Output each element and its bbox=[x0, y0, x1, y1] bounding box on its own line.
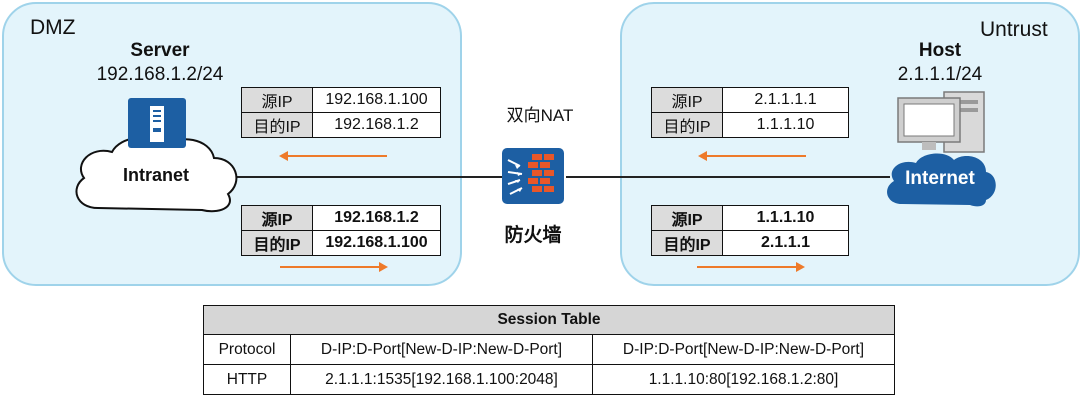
internet-label: Internet bbox=[905, 168, 975, 189]
src-ip-key: 源IP bbox=[241, 87, 313, 113]
server-icon bbox=[128, 98, 186, 148]
dst-ip-value: 192.168.1.2 bbox=[312, 112, 441, 138]
src-ip-value: 2.1.1.1.1 bbox=[722, 87, 849, 113]
server-ip: 192.168.1.2/24 bbox=[96, 64, 224, 85]
internet-cloud-icon bbox=[887, 153, 996, 207]
untrust-zone-label: Untrust bbox=[980, 18, 1048, 41]
untrust-packet-table-top: 源IP 2.1.1.1.1 目的IP 1.1.1.10 bbox=[651, 87, 849, 138]
dst-ip-value: 192.168.1.100 bbox=[312, 230, 441, 256]
table-row: HTTP 2.1.1.1:1535[192.168.1.100:2048] 1.… bbox=[203, 364, 895, 395]
session-cell: HTTP bbox=[203, 364, 291, 395]
dst-ip-value: 2.1.1.1 bbox=[722, 230, 849, 256]
src-ip-value: 192.168.1.2 bbox=[312, 205, 441, 231]
session-header-protocol: Protocol bbox=[203, 334, 291, 365]
dst-ip-key: 目的IP bbox=[241, 230, 313, 256]
firewall-untrust-link bbox=[566, 176, 890, 178]
dmz-firewall-link bbox=[236, 176, 508, 178]
src-ip-key: 源IP bbox=[241, 205, 313, 231]
src-ip-value: 192.168.1.100 bbox=[312, 87, 441, 113]
bidirectional-nat-label: 双向NAT bbox=[506, 106, 574, 125]
host-computer-icon bbox=[897, 91, 985, 153]
firewall-icon bbox=[502, 148, 564, 204]
host-ip: 2.1.1.1/24 bbox=[897, 64, 983, 85]
firewall-label: 防火墙 bbox=[504, 225, 562, 246]
session-header-col2: D-IP:D-Port[New-D-IP:New-D-Port] bbox=[592, 334, 895, 365]
session-cell: 1.1.1.10:80[192.168.1.2:80] bbox=[592, 364, 895, 395]
dst-ip-key: 目的IP bbox=[651, 230, 723, 256]
session-table: Session Table Protocol D-IP:D-Port[New-D… bbox=[203, 305, 895, 395]
server-title: Server bbox=[130, 40, 190, 61]
untrust-arrow-left bbox=[698, 151, 806, 161]
dmz-packet-table-top: 源IP 192.168.1.100 目的IP 192.168.1.2 bbox=[241, 87, 441, 138]
session-header-col1: D-IP:D-Port[New-D-IP:New-D-Port] bbox=[290, 334, 593, 365]
untrust-packet-table-bottom: 源IP 1.1.1.10 目的IP 2.1.1.1 bbox=[651, 205, 849, 256]
dmz-packet-table-bottom: 源IP 192.168.1.2 目的IP 192.168.1.100 bbox=[241, 205, 441, 256]
dmz-arrow-right bbox=[280, 262, 388, 272]
src-ip-key: 源IP bbox=[651, 205, 723, 231]
untrust-arrow-right bbox=[697, 262, 805, 272]
src-ip-key: 源IP bbox=[651, 87, 723, 113]
dst-ip-value: 1.1.1.10 bbox=[722, 112, 849, 138]
dmz-zone-label: DMZ bbox=[30, 16, 76, 39]
session-table-title: Session Table bbox=[203, 305, 895, 335]
dst-ip-key: 目的IP bbox=[241, 112, 313, 138]
host-title: Host bbox=[918, 40, 962, 61]
intranet-label: Intranet bbox=[122, 165, 189, 185]
session-cell: 2.1.1.1:1535[192.168.1.100:2048] bbox=[290, 364, 593, 395]
dmz-arrow-left bbox=[279, 151, 387, 161]
src-ip-value: 1.1.1.10 bbox=[722, 205, 849, 231]
dst-ip-key: 目的IP bbox=[651, 112, 723, 138]
